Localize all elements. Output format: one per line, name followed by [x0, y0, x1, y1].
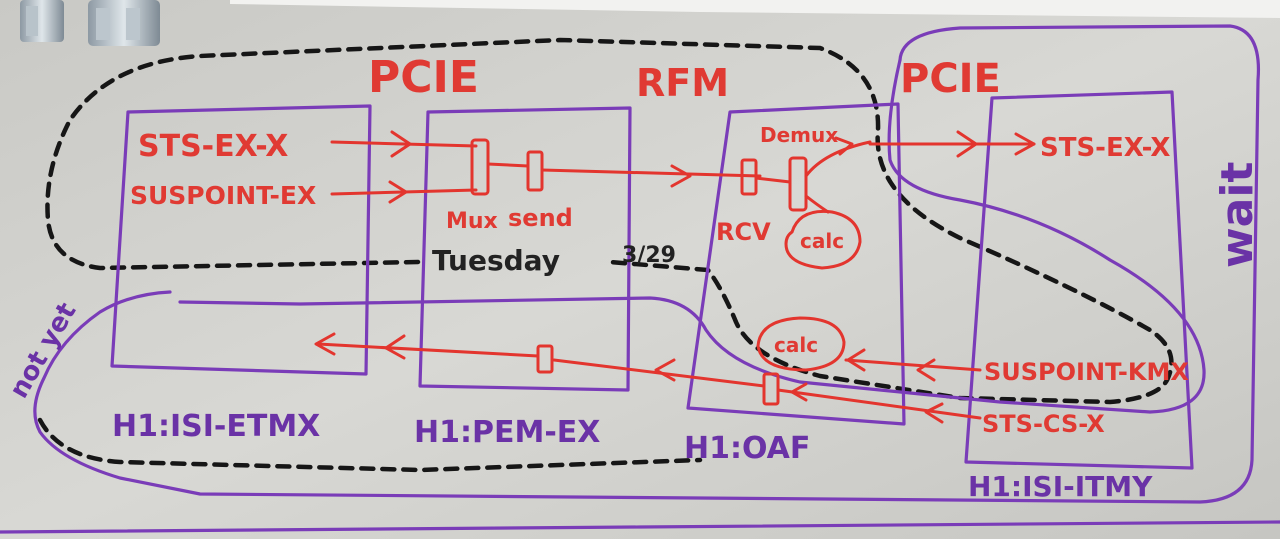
wait-label: wait [1212, 162, 1263, 268]
sts-ex-right-label: STS-EX-X [1040, 133, 1170, 163]
box-pem [418, 106, 632, 392]
rfm-label: RFM [636, 61, 729, 105]
dashed-boundary-lower [37, 417, 703, 473]
mux-label: Mux [446, 209, 498, 234]
marker-clip-right [88, 0, 160, 46]
oaf-output-block [762, 372, 780, 406]
suspoint-ex-label: SUSPOINT-EX [130, 181, 316, 210]
bottom-line [0, 520, 1280, 534]
suspoint-kmx-label: SUSPOINT-KMX [984, 358, 1189, 386]
calc-upper-label: calc [800, 229, 844, 253]
pem-to-etmx-line [316, 342, 540, 358]
box-oaf [686, 102, 906, 426]
mux-to-send [486, 162, 530, 168]
pcie-left-label: PCIE [368, 52, 479, 103]
not-yet-loop [178, 58, 1206, 414]
sts-ex-left-label: STS-EX-X [138, 129, 288, 164]
calc-upper-circle [784, 209, 862, 270]
marker-clip-left [20, 0, 64, 42]
box-itmy [964, 90, 1194, 470]
rcv-label: RCV [716, 218, 771, 246]
date-label: 3/29 [622, 243, 676, 268]
pcie-right-label: PCIE [900, 56, 1001, 102]
box-pem-label: H1:PEM-EX [414, 415, 600, 450]
board-frame-top [230, 0, 1280, 18]
demux-block [788, 156, 808, 212]
calc-lower-label: calc [774, 333, 818, 357]
arrow-sts-cs-to-oaf [776, 388, 982, 420]
box-etmx-label: H1:ISI-ETMX [112, 409, 320, 444]
tuesday-label: Tuesday [432, 244, 560, 277]
sts-cs-x-label: STS-CS-X [982, 410, 1105, 438]
rcv-to-demux [754, 176, 792, 184]
calc-lower-circle [756, 316, 846, 372]
send-to-demux [540, 168, 762, 178]
box-oaf-label: H1:OAF [684, 431, 810, 466]
arrow-sts-to-mux [330, 140, 478, 148]
dashed-boundary-upper [45, 37, 1174, 405]
box-itmy-label: H1:ISI-ITMY [968, 470, 1153, 503]
wait-loop [33, 24, 1261, 504]
send-label: send [508, 204, 573, 232]
box-etmx [110, 104, 372, 376]
demux-label: Demux [760, 123, 838, 147]
demux-up-line [804, 140, 872, 178]
mux-block [470, 138, 490, 196]
pem-block [536, 344, 554, 374]
arrow-suspoint-kmx-to-calc [844, 358, 982, 372]
